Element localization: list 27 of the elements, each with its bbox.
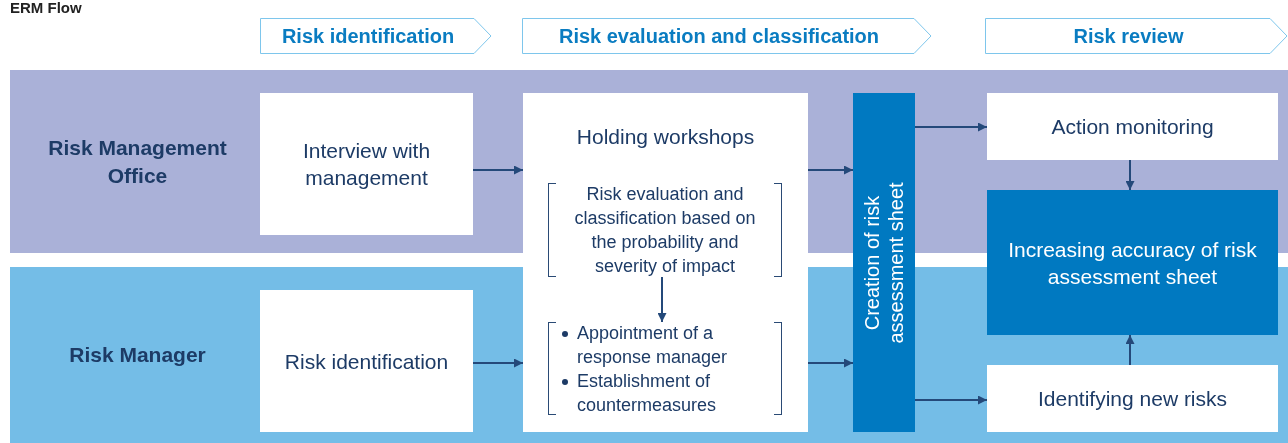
process-box (523, 93, 808, 432)
bracket-group: Risk evaluation and classification based on the probability and severity of impact (548, 183, 782, 277)
process-box: Interview with management (260, 93, 473, 235)
process-box: Identifying new risks (987, 365, 1278, 432)
process-box: Action monitoring (987, 93, 1278, 160)
arrow (1125, 159, 1135, 191)
arrow (472, 358, 524, 368)
process-bar: Creation of risk assessment sheet (853, 93, 915, 432)
process-box: Risk identification (260, 290, 473, 432)
arrow (1125, 334, 1135, 366)
phase-banner: Risk review (985, 18, 1288, 54)
lane-label: Risk Management Office (47, 134, 228, 189)
box-heading: Holding workshops (575, 124, 756, 150)
bullet-item: Establishment of countermeasures (577, 369, 718, 417)
arrow (914, 122, 988, 132)
phase-banner: Risk evaluation and classification (522, 18, 932, 54)
arrow (807, 358, 854, 368)
process-box: Increasing accuracy of risk assessment sheet (987, 190, 1278, 335)
phase-banner: Risk identification (260, 18, 492, 54)
bullet-item: Appointment of a response manager (577, 321, 729, 369)
diagram-title: ERM Flow (10, 0, 82, 16)
arrow (914, 395, 988, 405)
arrow (807, 165, 854, 175)
bracket-group (548, 322, 782, 415)
arrow (472, 165, 524, 175)
lane-label: Risk Manager (68, 342, 207, 368)
arrow (657, 276, 667, 323)
